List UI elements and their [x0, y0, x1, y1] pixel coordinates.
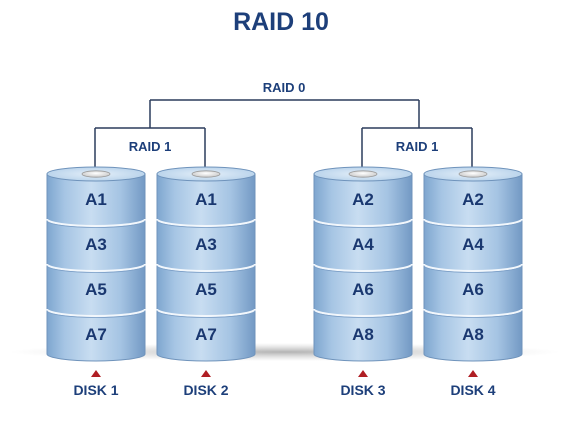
- disk-segment-divider-shade: [313, 310, 413, 318]
- disk-segment-divider-shade: [313, 265, 413, 273]
- block-label: A7: [195, 325, 217, 344]
- block-label: A8: [352, 325, 374, 344]
- disk-pointer-arrow-icon: [91, 370, 101, 377]
- disk-segment-divider-shade: [313, 220, 413, 228]
- raid1-left-connector: [94, 127, 206, 168]
- raid1-right-label: RAID 1: [396, 139, 439, 154]
- disk-segment-divider: [313, 308, 413, 317]
- disk-segment-divider-shade: [423, 310, 523, 318]
- block-label: A6: [352, 280, 374, 299]
- disk-hub: [191, 170, 221, 178]
- disk-segment-divider: [423, 263, 523, 272]
- disk-label: DISK 3: [340, 382, 385, 398]
- block-label: A2: [462, 190, 484, 209]
- block-label: A6: [462, 280, 484, 299]
- disk-segment-divider: [156, 308, 256, 317]
- disk-pointer-arrow-icon: [468, 370, 478, 377]
- disk-segment-divider: [423, 308, 523, 317]
- block-label: A2: [352, 190, 374, 209]
- disk-segment-divider-shade: [156, 310, 256, 318]
- block-label: A5: [195, 280, 217, 299]
- disk-label: DISK 4: [450, 382, 495, 398]
- disk-hub: [458, 170, 488, 178]
- disk-segment-divider-shade: [156, 265, 256, 273]
- block-label: A1: [195, 190, 217, 209]
- raid1-left-label: RAID 1: [129, 139, 172, 154]
- disk-segment-divider: [46, 263, 146, 272]
- block-label: A5: [85, 280, 107, 299]
- raid0-label: RAID 0: [263, 80, 306, 95]
- disk-segment-divider-shade: [46, 310, 146, 318]
- disk-segment-divider: [46, 218, 146, 227]
- disk-segment-divider: [156, 263, 256, 272]
- disk-label: DISK 2: [183, 382, 228, 398]
- disk-segment-divider: [46, 308, 146, 317]
- block-label: A8: [462, 325, 484, 344]
- disk-segment-divider-shade: [46, 220, 146, 228]
- disk-segment-divider-shade: [46, 265, 146, 273]
- block-label: A1: [85, 190, 107, 209]
- disk-segment-divider-shade: [423, 265, 523, 273]
- diagram-title: RAID 10: [233, 8, 329, 36]
- disk-segment-divider: [313, 263, 413, 272]
- block-label: A3: [85, 235, 107, 254]
- block-label: A4: [352, 235, 374, 254]
- raid1-right-connector: [361, 127, 473, 168]
- disk-segment-divider: [156, 218, 256, 227]
- floor-shadow: [10, 343, 560, 361]
- block-label: A3: [195, 235, 217, 254]
- disk-hub: [81, 170, 111, 178]
- block-label: A7: [85, 325, 107, 344]
- block-label: A4: [462, 235, 484, 254]
- raid0-connector: [149, 99, 420, 128]
- disk-pointer-arrow-icon: [201, 370, 211, 377]
- disk-hub: [348, 170, 378, 178]
- disk-segment-divider: [423, 218, 523, 227]
- disk-label: DISK 1: [73, 382, 118, 398]
- disk-segment-divider: [313, 218, 413, 227]
- disk-segment-divider-shade: [156, 220, 256, 228]
- disk-pointer-arrow-icon: [358, 370, 368, 377]
- disk-segment-divider-shade: [423, 220, 523, 228]
